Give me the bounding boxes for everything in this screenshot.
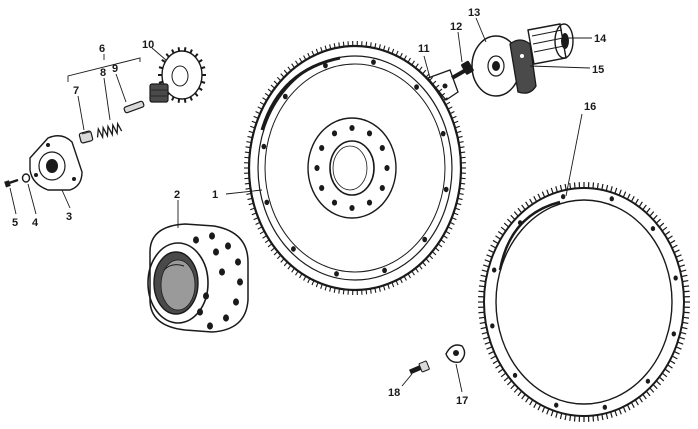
ring-gear	[478, 182, 690, 422]
callout-18: 18	[388, 387, 400, 399]
callout-7: 7	[73, 85, 79, 97]
callout-2: 2	[174, 189, 180, 201]
callout-5: 5	[12, 217, 18, 229]
washer	[21, 173, 31, 183]
callout-labels: 1 2 3 4 5 6 7 8 9 10 11 12 13 14 15 16 1…	[12, 7, 607, 407]
ring-gear-bolt-holes	[490, 194, 678, 410]
ring-gear-teeth	[478, 182, 690, 422]
callout-16: 16	[584, 101, 596, 113]
hub-adapter	[147, 223, 249, 333]
callout-1: 1	[212, 189, 218, 201]
bearing-housing	[509, 39, 537, 94]
flywheel-hub-holes	[314, 125, 390, 211]
callout-8: 8	[100, 67, 106, 79]
screw	[4, 178, 19, 188]
hub-adapter-holes	[193, 232, 243, 330]
callout-3: 3	[66, 211, 72, 223]
idler-gear	[149, 47, 206, 103]
flywheel	[244, 41, 466, 295]
callout-12: 12	[450, 21, 462, 33]
plug	[78, 130, 94, 144]
callout-6: 6	[99, 43, 105, 55]
callout-9: 9	[112, 63, 118, 75]
leader-lines	[9, 17, 592, 393]
flywheel-bolt-circle	[261, 59, 449, 277]
callout-14: 14	[594, 33, 607, 45]
callout-11: 11	[418, 43, 430, 55]
callout-10: 10	[142, 39, 154, 51]
pin	[123, 100, 145, 114]
bolt	[451, 60, 474, 80]
dowel	[409, 360, 430, 375]
spring	[96, 121, 123, 140]
cover-plate	[29, 135, 83, 191]
bracket	[426, 69, 459, 101]
callout-17: 17	[456, 395, 468, 407]
callout-13: 13	[468, 7, 480, 19]
callout-15: 15	[592, 64, 604, 76]
lock-nut	[445, 344, 466, 364]
callout-4: 4	[32, 217, 39, 229]
sleeve	[527, 23, 574, 65]
flywheel-ring-gear-teeth	[244, 41, 466, 295]
